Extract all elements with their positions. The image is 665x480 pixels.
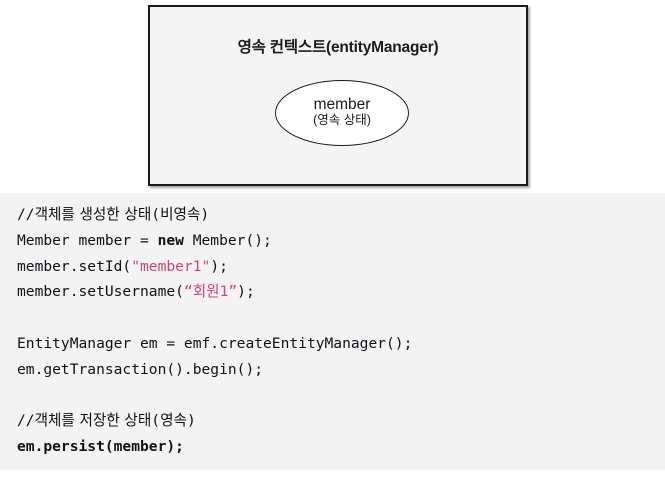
code-token: EntityManager em = emf.createEntityManag… (17, 334, 413, 352)
code-token: ( (151, 412, 161, 430)
code-token: ); (237, 283, 255, 301)
code-token: member.setId( (17, 257, 132, 275)
code-line: EntityManager em = emf.createEntityManag… (17, 331, 665, 357)
code-token: Member(); (183, 231, 272, 249)
code-line: em.persist(member); (17, 434, 665, 460)
code-keyword: new (157, 231, 184, 249)
code-comment-text: 객체를 생성한 상태 (34, 206, 152, 223)
persistence-context-box: 영속 컨텍스트(entityManager) member (영속 상태) (148, 5, 528, 186)
code-comment-text: 비영속 (160, 206, 201, 223)
persistence-context-diagram: 영속 컨텍스트(entityManager) member (영속 상태) (0, 0, 665, 193)
code-string-literal: "member1" (131, 257, 211, 275)
code-token: // (17, 412, 35, 430)
code-line: //객체를 생성한 상태(비영속) (17, 202, 665, 228)
member-entity-state: (영속 상태) (313, 113, 371, 128)
code-line: em.getTransaction().begin(); (17, 357, 665, 383)
code-line: member.setId("member1"); (17, 254, 665, 280)
code-token: Member member = (17, 231, 158, 249)
code-token: ( (151, 206, 161, 223)
member-entity-ellipse: member (영속 상태) (275, 80, 409, 146)
code-token: em.getTransaction().begin(); (17, 360, 264, 378)
code-token: ) (200, 206, 210, 223)
code-token: ) (186, 412, 196, 430)
code-string-literal: “회원1” (183, 283, 238, 301)
code-snippet-block: //객체를 생성한 상태(비영속)Member member = new Mem… (0, 193, 665, 470)
code-blank-line (17, 383, 665, 409)
code-line: //객체를 저장한 상태(영속) (17, 408, 665, 434)
code-comment-text: 영속 (160, 412, 187, 430)
persistence-context-title: 영속 컨텍스트(entityManager) (237, 39, 439, 56)
code-blank-line (17, 305, 665, 331)
code-token: ); (210, 257, 228, 275)
code-comment-text: 객체를 저장한 상태 (34, 412, 152, 430)
code-line: Member member = new Member(); (17, 228, 665, 254)
code-token: em.persist(member); (17, 438, 184, 456)
member-entity-name: member (313, 96, 371, 114)
code-line: member.setUsername(“회원1”); (17, 279, 665, 305)
code-token: // (17, 206, 35, 223)
code-token: member.setUsername( (17, 283, 184, 301)
